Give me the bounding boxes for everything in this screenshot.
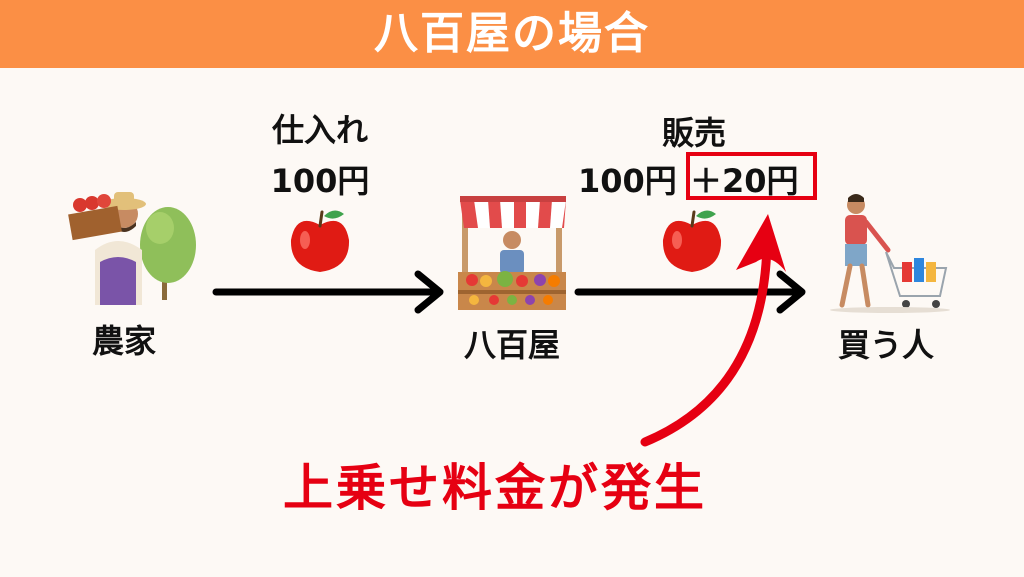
arrow-farmer-to-shop [212, 270, 444, 314]
purchase-label: 仕入れ [271, 111, 369, 149]
shop-label: 八百屋 [463, 326, 561, 364]
apple-icon [290, 210, 350, 272]
sale-markup: ＋20円 [690, 162, 799, 200]
farmer-label: 農家 [91, 322, 157, 360]
sale-base-price: 100円 [578, 162, 677, 200]
farmer-icon [68, 192, 196, 305]
header-bar: 八百屋の場合 [0, 0, 1024, 68]
shopper-with-cart-icon [830, 194, 950, 313]
market-stall-icon [458, 196, 566, 310]
page-title: 八百屋の場合 [374, 8, 650, 59]
markup-highlight-box [686, 152, 817, 200]
buyer-label: 買う人 [837, 326, 935, 364]
apple-icon [662, 210, 722, 272]
markup-arrow [640, 214, 786, 447]
purchase-price: 100円 [270, 162, 370, 200]
sale-label: 販売 [661, 114, 727, 152]
surcharge-annotation: 上乗せ料金が発生 [283, 459, 707, 517]
